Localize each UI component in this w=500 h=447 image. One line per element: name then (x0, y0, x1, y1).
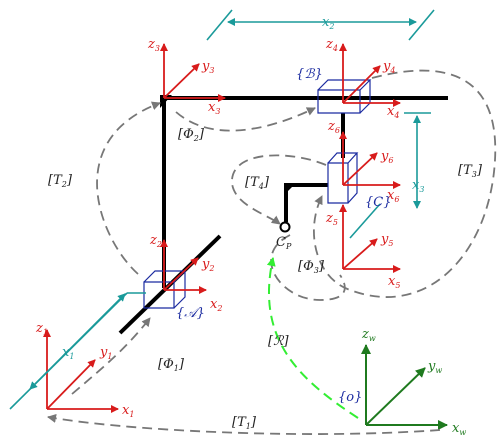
label-body-b: {ℬ} (296, 67, 323, 82)
frame-6-axes (339, 131, 401, 189)
frame-4-axes (339, 43, 401, 107)
robot-links (118, 95, 448, 335)
cp-point-marker (279, 221, 291, 233)
label-body-a: {𝒜} (176, 306, 205, 321)
label-t4: [T4] (245, 175, 270, 191)
label-z6: z6 (327, 119, 340, 135)
label-r: [ℛ] (268, 334, 289, 349)
path-reference-r (266, 257, 359, 419)
label-phi3: [Φ3] (298, 259, 325, 275)
frame-1-axes (43, 329, 119, 413)
label-z3: z3 (147, 37, 160, 53)
dimension-x3 (349, 112, 431, 239)
label-x6: x6 (387, 188, 399, 204)
dimension-x1 (9, 292, 146, 410)
label-dim-x3: x3 (412, 178, 424, 194)
label-z5: z5 (325, 211, 338, 227)
label-x5: x5 (388, 274, 400, 290)
transform-paths (47, 69, 497, 435)
label-zw: zw (361, 327, 376, 343)
label-cp: CP (276, 235, 292, 251)
dimension-x2 (206, 9, 435, 41)
label-y4: y4 (382, 59, 395, 75)
corner-joint-6 (285, 183, 296, 194)
label-phi2: [Φ2] (178, 127, 205, 143)
frame-3-axes (160, 43, 226, 102)
label-z2: z2 (149, 233, 162, 249)
label-x2: x2 (210, 297, 222, 313)
label-t1: [T1] (232, 415, 257, 431)
label-dim-x1: x1 (62, 345, 74, 361)
path-phi2 (175, 107, 316, 132)
path-t2 (96, 101, 161, 275)
frame-5-axes (339, 204, 401, 273)
path-t3 (313, 69, 497, 298)
link-c-to-cp (284, 183, 328, 222)
label-xw: xw (452, 421, 466, 437)
label-body-c: {C} (365, 195, 392, 210)
label-phi1: [Φ1] (158, 357, 185, 373)
label-yw: yw (427, 359, 442, 375)
body-c-box (327, 152, 359, 204)
label-y1: y1 (99, 345, 112, 361)
label-y6: y6 (380, 149, 393, 165)
label-dim-x2: x2 (322, 15, 334, 31)
label-y2: y2 (201, 257, 214, 273)
label-x4: x4 (387, 104, 399, 120)
label-world-origin: {o} (338, 390, 362, 405)
path-phi3 (270, 234, 346, 301)
label-x3: x3 (208, 100, 220, 116)
label-z4: z4 (325, 37, 338, 53)
label-z1: z1 (35, 321, 48, 337)
label-t3: [T3] (458, 163, 483, 179)
path-t4 (231, 154, 327, 225)
frame-2-axes (160, 239, 207, 294)
path-t1 (47, 413, 441, 435)
label-x1: x1 (122, 403, 134, 419)
label-t2: [T2] (48, 173, 73, 189)
path-phi1 (71, 317, 151, 395)
label-y5: y5 (380, 232, 393, 248)
world-frame-axes (361, 344, 448, 430)
label-y3: y3 (201, 59, 214, 75)
